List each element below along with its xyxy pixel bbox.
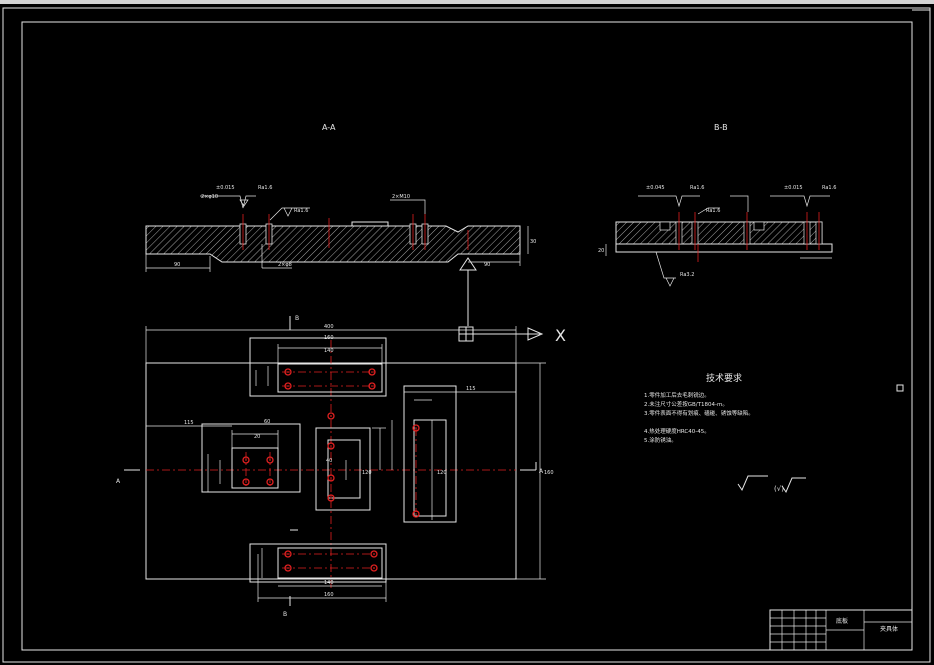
dim-pad-length-bottom: 160 bbox=[324, 592, 334, 598]
dim-section-a-thk: 30 bbox=[530, 239, 536, 245]
dim-section-a-right: 90 bbox=[484, 262, 490, 268]
window-top-strip bbox=[0, 0, 934, 4]
dim-small-block: 60 bbox=[264, 419, 270, 425]
dim-pad-inner-bottom: 140 bbox=[324, 580, 334, 586]
plan-holes bbox=[242, 368, 420, 572]
roughness-symbol bbox=[737, 475, 806, 494]
axis-x-label: X bbox=[555, 326, 566, 345]
inner-frame bbox=[21, 21, 913, 651]
title-block bbox=[769, 609, 913, 651]
dim-section-b-thk: 20 bbox=[598, 248, 604, 254]
title-block-drawing-no: 夹具体 bbox=[880, 625, 898, 633]
tech-req-item: 4.热处理硬度HRC40-45。 bbox=[644, 427, 710, 435]
plan-view bbox=[124, 316, 546, 606]
dim-ra-b-right: Ra1.6 bbox=[822, 185, 836, 191]
dim-pad-length-top: 160 bbox=[324, 335, 334, 341]
dim-tolerance-c: ±0.015 bbox=[784, 185, 803, 191]
dim-section-a-left: 90 bbox=[174, 262, 180, 268]
section-a-label: A-A bbox=[322, 123, 336, 132]
dim-ra-c: Ra3.2 bbox=[680, 272, 694, 278]
dim-hole-callout-a: 2×φ10 bbox=[201, 194, 218, 200]
dim-overall-width: 160 bbox=[544, 470, 554, 476]
dim-pad-inner-top: 140 bbox=[324, 348, 334, 354]
dim-tolerance-a: ±0.015 bbox=[216, 185, 235, 191]
cut-a-marker-left: A bbox=[116, 478, 121, 485]
cut-b-marker-top: B bbox=[295, 315, 299, 322]
tech-req-item: 2.未注尺寸公差按GB/T1804-m。 bbox=[644, 400, 728, 408]
cut-a-marker-right: A bbox=[539, 468, 544, 475]
tech-requirements-title: 技术要求 bbox=[706, 372, 742, 384]
section-b-view bbox=[605, 195, 833, 287]
tech-req-item: 5.涂防锈油。 bbox=[644, 436, 677, 444]
dim-overall-length: 400 bbox=[324, 324, 334, 330]
dim-ra-b: Ra1.6 bbox=[294, 208, 308, 214]
dim-right-block: 120 bbox=[437, 470, 447, 476]
frame-marker bbox=[896, 384, 904, 392]
title-block-part-name: 底板 bbox=[836, 617, 848, 625]
dim-ra-b-left: Ra1.6 bbox=[690, 185, 704, 191]
dim-offset-left: 115 bbox=[184, 420, 194, 426]
dim-center-block: 40 bbox=[326, 458, 332, 464]
roughness-note: (√) bbox=[774, 485, 784, 493]
tech-requirements-list: 1.零件加工后去毛刺锐边。 2.未注尺寸公差按GB/T1804-m。 3.零件表… bbox=[644, 391, 754, 444]
dim-small-gap: 20 bbox=[254, 434, 260, 440]
dim-ra-a: Ra1.6 bbox=[258, 185, 272, 191]
outer-frame bbox=[2, 7, 931, 663]
dim-hole-callout-c: 2×φ8 bbox=[278, 262, 292, 268]
cut-b-marker-bottom: B bbox=[283, 611, 287, 618]
tech-req-item: 3.零件表面不得有划痕、磕碰、锈蚀等缺陷。 bbox=[644, 409, 754, 417]
dim-tolerance-b: ±0.045 bbox=[646, 185, 665, 191]
dim-hole-callout-b: 2×M10 bbox=[392, 194, 410, 200]
section-b-label: B-B bbox=[714, 123, 728, 132]
dim-offset-right: 115 bbox=[466, 386, 476, 392]
tech-req-item: 1.零件加工后去毛刺锐边。 bbox=[644, 391, 710, 399]
section-a-view bbox=[145, 195, 529, 326]
dim-ra-b-mid: Ra1.6 bbox=[706, 208, 720, 214]
dim-height-tag: 120 bbox=[362, 470, 372, 476]
